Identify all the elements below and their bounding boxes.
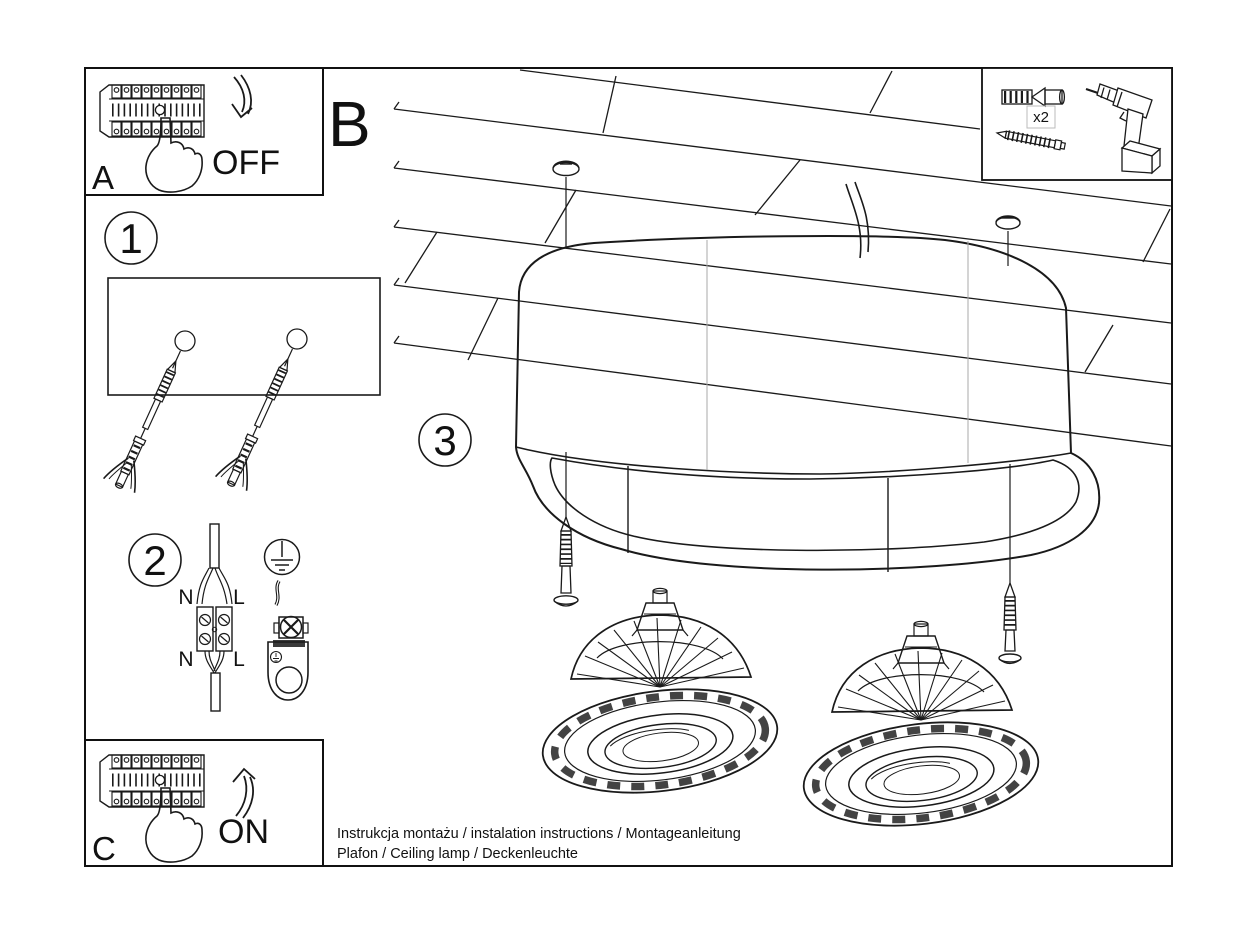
step-2: 2 N L N L	[128, 523, 309, 712]
ground-connector	[267, 580, 309, 701]
step-1: 1	[102, 211, 381, 493]
step-3-number: 3	[433, 417, 456, 464]
mounting-screw-right	[995, 215, 1021, 266]
step-2-number: 2	[143, 537, 166, 584]
terminal-label-l-bottom: L	[233, 648, 245, 671]
screw-and-plug-right	[214, 348, 293, 491]
terminal-label-n-top: N	[178, 586, 193, 609]
mounting-hole-left	[174, 330, 196, 352]
screw-icon	[995, 130, 1067, 151]
section-a-box: A OFF	[84, 67, 324, 196]
screw-axis-lines	[565, 452, 1011, 584]
terminal-label-n-bottom: N	[178, 648, 193, 671]
mounting-screw-left	[552, 160, 580, 248]
parts-box: x2	[981, 67, 1173, 181]
footer-line-2: Plafon / Ceiling lamp / Deckenleuchte	[337, 846, 578, 862]
footer-line-1: Instrukcja montażu / instalation instruc…	[337, 826, 741, 842]
section-b-label: B	[328, 88, 371, 160]
ceiling-planks	[393, 69, 1171, 447]
mounting-plate	[107, 277, 381, 396]
step-3: 3	[418, 413, 472, 467]
power-cable	[845, 181, 870, 259]
terminal-label-l-top: L	[233, 586, 245, 609]
supply-cable-top	[209, 523, 220, 569]
split-wires-bottom	[204, 650, 225, 674]
section-a-label: A	[92, 159, 114, 196]
lamp-canopy	[514, 235, 1101, 572]
hanging-screw-left	[553, 515, 579, 607]
drill-icon	[1085, 83, 1162, 175]
on-label: ON	[218, 813, 269, 851]
supply-cable-bottom	[210, 672, 221, 712]
arrow-down-icon	[231, 74, 253, 119]
wall-plug-icon	[1001, 86, 1066, 108]
arrow-up-icon	[232, 767, 256, 819]
earth-symbol-icon	[263, 538, 301, 576]
off-label: OFF	[212, 144, 280, 182]
mounting-hole-right	[286, 328, 308, 350]
section-c-box: C ON	[84, 739, 324, 867]
parts-count-label: x2	[1033, 109, 1049, 126]
screw-and-plug-left	[102, 350, 181, 493]
section-c-label: C	[92, 830, 116, 867]
step-1-number: 1	[119, 215, 142, 262]
split-wires-top	[196, 567, 233, 605]
hanging-screw-right	[998, 581, 1022, 665]
